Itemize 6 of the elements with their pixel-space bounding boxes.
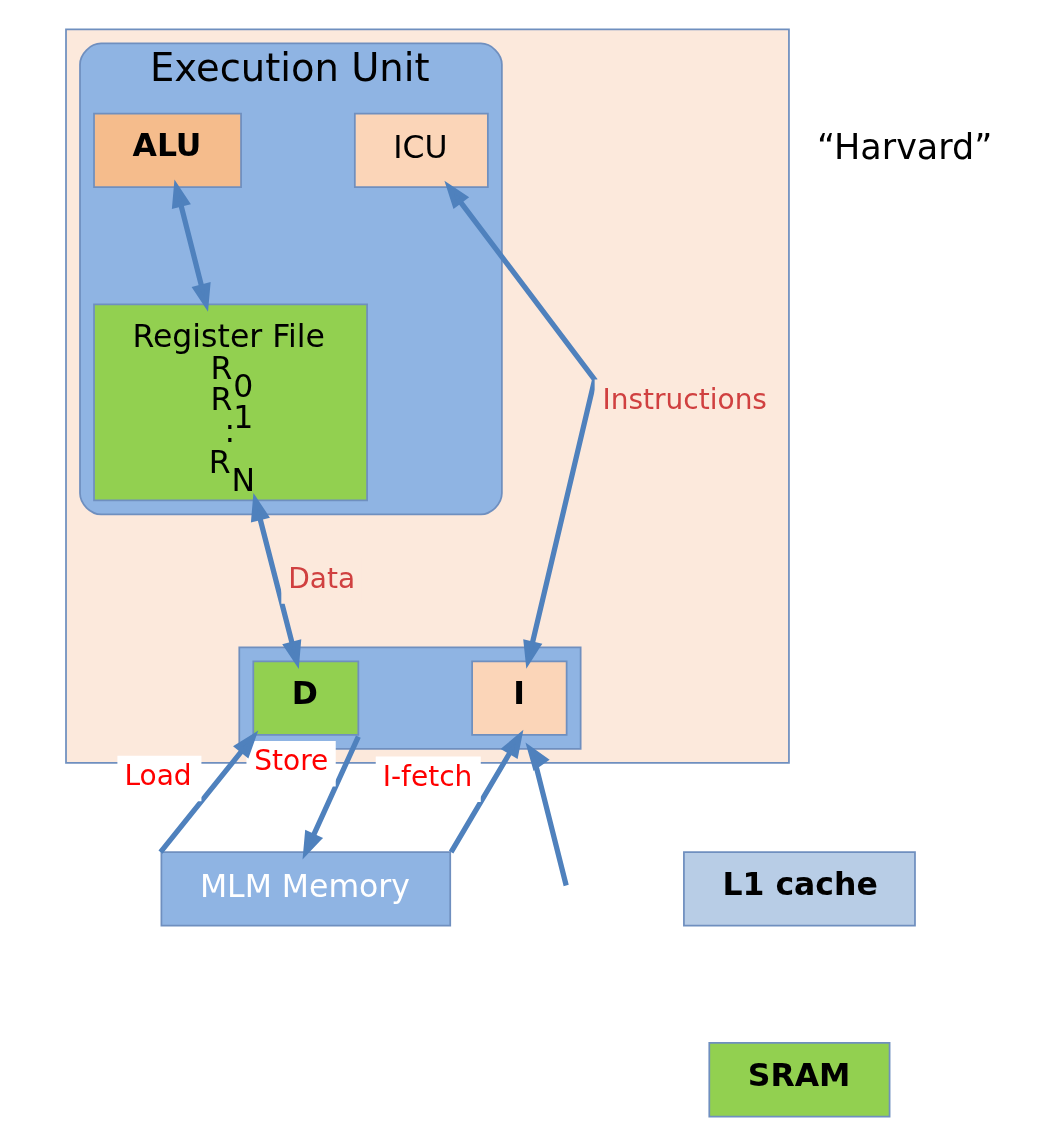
edge-label: I-fetch <box>382 759 473 793</box>
edge-label: Data <box>288 561 356 595</box>
label: “Harvard” <box>816 127 993 168</box>
edge-label: Load <box>124 759 192 793</box>
edge-label: Instructions <box>602 382 767 416</box>
edge-label: Store <box>254 744 329 778</box>
